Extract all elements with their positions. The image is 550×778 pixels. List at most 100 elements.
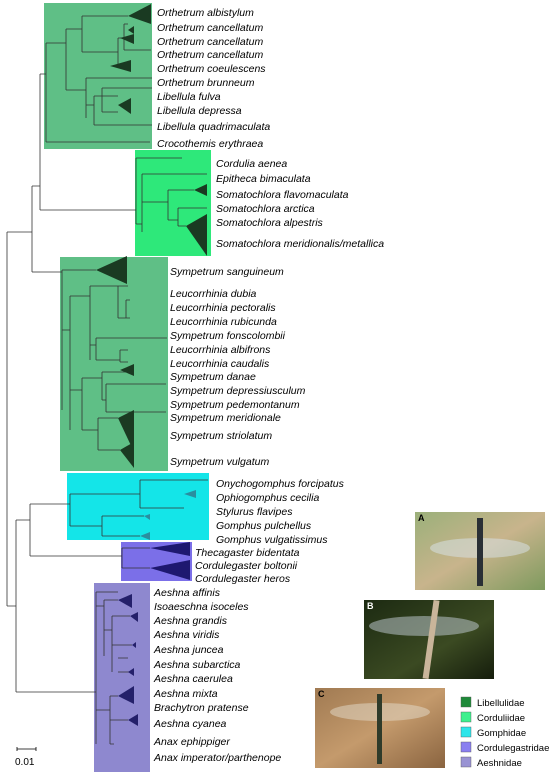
photo-panel-b: B	[364, 599, 494, 680]
clade-triangle	[184, 490, 196, 498]
collapsed-clades-gomphidae	[140, 490, 196, 540]
taxon-label: Sympetrum striolatum	[170, 430, 272, 442]
taxon-label: Libellula fulva	[157, 91, 221, 103]
photo-a-body	[477, 518, 483, 586]
clade-triangle	[194, 184, 207, 196]
legend-swatch	[460, 711, 472, 723]
branch	[96, 695, 128, 745]
branch	[82, 15, 128, 53]
taxon-label: Aeshna juncea	[153, 644, 224, 656]
branch	[70, 515, 144, 537]
branch	[16, 592, 97, 744]
branch	[66, 78, 87, 118]
tree-branches	[6, 15, 207, 692]
branch	[40, 270, 63, 410]
photo-b-twig	[422, 599, 440, 680]
family-highlight-boxes	[44, 3, 211, 772]
branch	[135, 157, 182, 225]
taxon-label: Somatochlora arctica	[216, 203, 315, 215]
clade-box-aeshnidae	[94, 583, 150, 772]
branch	[90, 337, 167, 361]
clade-triangle	[132, 642, 136, 648]
branch	[105, 383, 166, 413]
photo-letter-c: C	[318, 689, 325, 699]
branch	[82, 371, 130, 401]
clade-triangle	[140, 532, 150, 540]
branch	[90, 285, 128, 319]
taxon-label: Libellula depressa	[157, 105, 242, 117]
clade-triangle	[120, 34, 134, 44]
branch	[141, 173, 207, 232]
taxon-label: Sympetrum vulgatum	[170, 456, 269, 468]
branch	[70, 286, 91, 360]
taxon-label: Sympetrum danae	[170, 371, 256, 383]
legend-label: Corduliidae	[477, 713, 525, 724]
taxon-label: Aeshna grandis	[153, 615, 228, 627]
tree-branches-lower	[16, 479, 208, 745]
legend-swatch	[460, 741, 472, 753]
clade-triangle	[110, 60, 131, 72]
taxon-label: Aeshna subarctica	[153, 659, 241, 671]
photo-letter-b: B	[367, 601, 374, 611]
clade-box-gomphidae	[67, 473, 209, 540]
taxon-label: Cordulia aenea	[216, 158, 287, 170]
taxon-label: Orthetrum albistylum	[157, 7, 254, 19]
clade-triangle	[144, 514, 150, 520]
scale-bar-label: 0.01	[15, 757, 35, 768]
legend-label: Gomphidae	[477, 728, 526, 739]
taxon-label: Epitheca bimaculata	[216, 173, 311, 185]
taxon-label: Leucorrhinia caudalis	[170, 358, 270, 370]
branch	[167, 189, 194, 221]
photo-panel-c: C	[315, 688, 445, 768]
taxon-label: Leucorrhinia dubia	[170, 288, 257, 300]
clade-triangle	[118, 686, 134, 704]
taxon-label: Stylurus flavipes	[216, 506, 293, 518]
taxon-label: Somatochlora alpestris	[216, 217, 324, 229]
taxon-label: Thecagaster bidentata	[195, 547, 300, 559]
taxon-label: Sympetrum meridionale	[170, 412, 281, 424]
clade-triangle	[128, 4, 151, 24]
branch	[86, 77, 152, 126]
clade-triangle	[186, 214, 207, 256]
taxon-label: Orthetrum cancellatum	[157, 49, 263, 61]
branch	[46, 29, 67, 90]
taxon-label: Orthetrum brunneum	[157, 77, 255, 89]
taxon-label: Aeshna mixta	[153, 688, 218, 700]
clade-box-libellulidae-orthetrum	[44, 3, 152, 149]
taxon-label: Onychogomphus forcipatus	[216, 478, 345, 490]
branch	[119, 349, 128, 363]
clade-box-libellulidae-sympetrum	[60, 257, 168, 471]
clade-triangle	[150, 560, 190, 580]
taxon-label: Gomphus pulchellus	[216, 520, 312, 532]
clade-triangle	[128, 26, 134, 34]
taxon-label: Gomphus vulgatissimus	[216, 534, 328, 546]
photo-b-wings	[369, 616, 479, 636]
taxon-label: Aeshna viridis	[153, 629, 220, 641]
branch	[101, 87, 152, 113]
taxon-label: Sympetrum fonscolombii	[170, 330, 286, 342]
branch	[104, 599, 118, 672]
legend-swatch	[460, 726, 472, 738]
legend-swatch	[460, 756, 472, 768]
branch	[70, 479, 208, 509]
clade-triangle	[118, 410, 134, 452]
taxon-label: Cordulegaster heros	[195, 573, 291, 585]
family-legend: LibellulidaeCorduliidaeGomphidaeCorduleg…	[460, 696, 549, 769]
branch	[16, 504, 31, 556]
scale-bar-line	[16, 747, 37, 751]
taxon-label: Anax imperator/parthenope	[153, 752, 281, 764]
taxon-label: Somatochlora flavomaculata	[216, 189, 349, 201]
legend-label: Libellulidae	[477, 698, 525, 709]
branch	[32, 74, 41, 210]
taxon-label: Sympetrum pedemontanum	[170, 399, 300, 411]
collapsed-clades-aeshnidae	[118, 594, 138, 726]
branch	[70, 378, 83, 430]
taxon-label: Leucorrhinia rubicunda	[170, 316, 277, 328]
legend-label: Aeshnidae	[477, 758, 522, 769]
branch	[66, 16, 83, 52]
taxon-label: Aeshna cyanea	[153, 718, 227, 730]
clade-triangle	[118, 98, 131, 114]
clade-triangle	[96, 256, 127, 284]
